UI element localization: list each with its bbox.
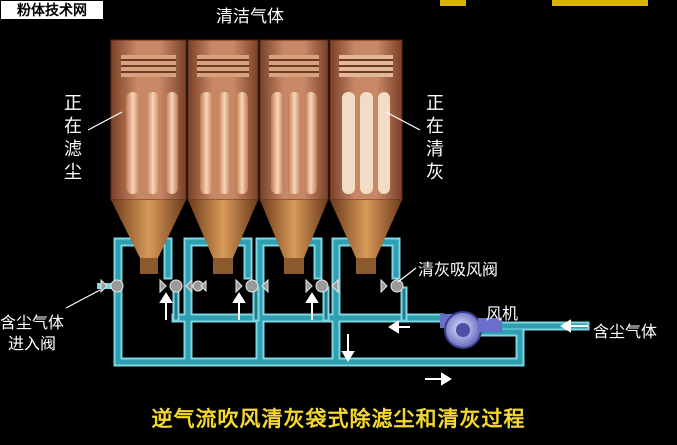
- clean-gas-label: 清洁气体: [216, 7, 284, 27]
- valve-icon[interactable]: [235, 278, 269, 294]
- dusty-gas-valve-line1: 含尘气体: [0, 313, 65, 332]
- arrow-icon: [425, 372, 452, 386]
- valve-icon[interactable]: [380, 278, 404, 294]
- compartment-3: [259, 39, 329, 274]
- compartment-4: [329, 39, 403, 274]
- dusty-gas-valve-label: 含尘气体 进入阀: [0, 312, 64, 354]
- arrow-icon: [341, 334, 355, 362]
- filtering-label: 正在滤尘: [64, 93, 82, 183]
- valve-icon[interactable]: [100, 278, 124, 294]
- dusty-gas-inlet-label: 含尘气体: [593, 322, 658, 341]
- dusty-gas-valve-line2: 进入阀: [8, 334, 57, 353]
- arrow-icon: [305, 292, 319, 320]
- valve-icon[interactable]: [305, 278, 339, 294]
- arrow-icon: [388, 320, 410, 334]
- fan-icon: [440, 311, 502, 349]
- arrow-icon: [232, 292, 246, 320]
- leader-lines: [65, 111, 421, 309]
- valve-icon[interactable]: [192, 279, 207, 293]
- title-fragment-left: [440, 0, 466, 6]
- arrow-icon: [159, 292, 173, 320]
- filter-compartments: [110, 39, 403, 274]
- cleaning-label: 正在清灰: [426, 93, 444, 183]
- title-fragment-right: [552, 0, 648, 6]
- duct-network: [97, 237, 590, 367]
- fan-label: 风机: [486, 304, 519, 323]
- valves: [100, 278, 404, 294]
- flow-arrows: [159, 292, 588, 386]
- valve-icon[interactable]: [159, 278, 193, 294]
- arrow-icon: [560, 319, 588, 333]
- watermark: 粉体技术网: [0, 0, 104, 20]
- compartment-2: [187, 39, 259, 274]
- reverse-air-valve-label: 清灰吸风阀: [418, 260, 499, 279]
- compartment-1: [110, 39, 187, 274]
- diagram-caption: 逆气流吹风清灰袋式除滤尘和清灰过程: [151, 406, 526, 431]
